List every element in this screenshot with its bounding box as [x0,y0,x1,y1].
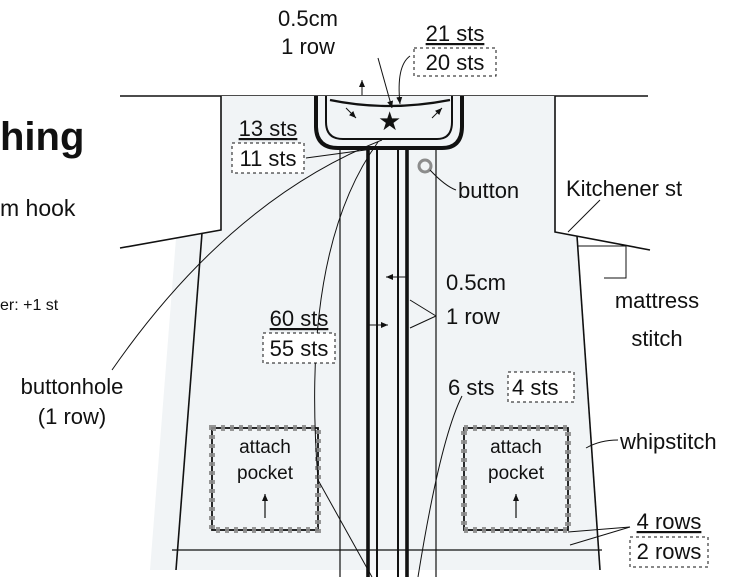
leader-neck-sts [396,55,411,105]
neck-sts-a: 21 sts [426,21,485,46]
left-side-seam [175,232,203,571]
section-heading: hing [0,115,84,159]
hook-size-text: m hook [0,195,76,221]
right-sleeve-outline [554,96,651,251]
buttonhole-label-1: buttonhole [21,374,124,399]
hem-sts-b: 4 sts [512,375,558,400]
leader-hem-rows-2 [569,526,631,546]
left-sleeve-outline [119,96,222,249]
leader-front-sts [314,141,379,577]
buttonhole-label-2: (1 row) [38,404,106,429]
neck-sts-b: 20 sts [426,50,485,75]
leader-mattress [578,245,627,279]
alt-size-boxes [231,47,709,568]
collar-side-sts-a: 13 sts [239,116,298,141]
leader-front-band-2 [409,315,437,329]
button-label: button [458,178,519,203]
labels: 0.5cm 1 row 21 sts 20 sts 13 sts 11 sts … [21,6,717,564]
whipstitch-label: whipstitch [619,429,717,454]
note-text: er: +1 st [0,297,59,314]
leader-hem-rows-1 [567,526,631,533]
cardigan-body [119,95,651,577]
front-sts-a: 60 sts [270,306,329,331]
leader-collar-side [305,147,381,159]
neck-band-width: 0.5cm [278,6,338,31]
collar-arrow-left [345,107,357,119]
leader-front-band-1 [409,299,437,317]
front-sts-b: 55 sts [270,336,329,361]
hem-sts-a: 6 sts [448,375,494,400]
left-pocket-label-1: attach [239,437,291,458]
front-band-width: 0.5cm [446,270,506,295]
right-side-seam [576,235,601,571]
kitchener-label: Kitchener st [566,176,682,201]
left-pocket-label-2: pocket [237,463,294,484]
front-band-rows: 1 row [446,304,500,329]
leader-lines [111,55,631,577]
leader-neck-band [377,57,394,109]
leader-whipstitch [585,439,619,449]
hem-rows-b: 2 rows [637,539,702,564]
right-pocket-label-1: attach [490,437,542,458]
collar-side-sts-b: 11 sts [239,146,296,171]
collar-outer [314,96,464,150]
leader-buttonhole [111,139,383,371]
leader-hem-sts [417,395,463,577]
body-fill [150,96,600,570]
button-icon [417,158,433,174]
leader-button [429,169,457,191]
collar-inner [325,96,453,140]
start-star-icon: ★ [378,106,401,136]
right-pocket-label-2: pocket [488,463,545,484]
collar-arrow-right [431,107,443,119]
hem-rows-a: 4 rows [637,509,702,534]
leader-kitchener [567,199,601,233]
mattress-label-2: stitch [631,326,682,351]
neck-band-rows: 1 row [281,34,335,59]
right-pocket: attach pocket [461,425,571,533]
mattress-label-1: mattress [615,288,699,313]
